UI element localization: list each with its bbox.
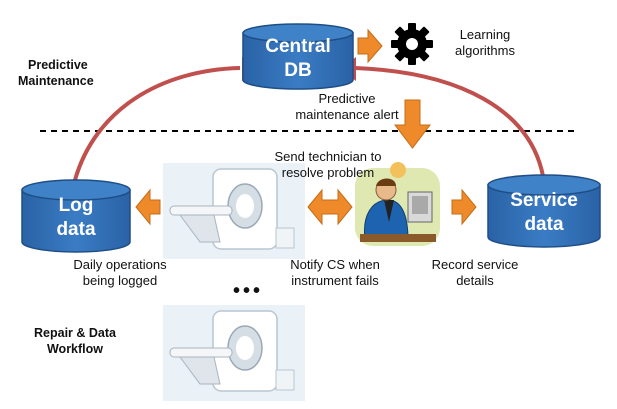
central-db-label: Central DB [243, 35, 353, 83]
log-data-line2: data [56, 219, 96, 240]
gear-icon [391, 23, 433, 65]
service-data-label: Service data [488, 189, 600, 237]
arrow-scanner-technician [307, 188, 353, 226]
send-technician-line1: Send technician to [274, 149, 382, 164]
loop-arrow-right [354, 66, 545, 177]
service-data-line2: data [524, 214, 564, 235]
learning-algorithms-line1: Learning [459, 27, 511, 42]
arrow-db-to-learning [357, 28, 383, 64]
arrow-alert-down [393, 99, 432, 149]
central-db-cylinder [242, 23, 354, 90]
service-data-line1: Service [510, 190, 578, 211]
record-service-label: Record service details [415, 257, 535, 289]
central-db-line1: Central [265, 36, 331, 57]
repair-workflow-line2: Workflow [46, 342, 104, 356]
ellipsis-label: ••• [232, 280, 263, 302]
predictive-maintenance-line2: Maintenance [18, 74, 94, 88]
ct-scanner-icon [163, 163, 305, 259]
service-data-cylinder [487, 174, 601, 248]
learning-algorithms-line2: algorithms [455, 43, 515, 58]
arrow-scanner-to-log [135, 188, 161, 226]
predictive-alert-label: Predictive maintenance alert [282, 91, 412, 123]
notify-cs-line2: instrument fails [291, 273, 379, 288]
daily-operations-line1: Daily operations [73, 257, 167, 272]
log-data-cylinder [21, 179, 131, 253]
daily-operations-label: Daily operations being logged [55, 257, 185, 289]
send-technician-line2: resolve problem [281, 165, 375, 180]
log-data-label: Log data [22, 194, 130, 242]
loop-arrow-left [73, 66, 241, 181]
central-db-line2: DB [284, 60, 312, 81]
repair-workflow-label: Repair & Data Workflow [20, 325, 130, 357]
technician-icon [355, 162, 440, 246]
daily-operations-line2: being logged [82, 273, 158, 288]
ct-scanner-icon-2 [163, 305, 305, 401]
arrow-technician-to-service [451, 188, 477, 226]
notify-cs-label: Notify CS when instrument fails [270, 257, 400, 289]
record-service-line2: details [456, 273, 494, 288]
repair-workflow-line1: Repair & Data [34, 326, 116, 340]
send-technician-label: Send technician to resolve problem [258, 149, 398, 181]
predictive-maintenance-label: Predictive Maintenance [18, 57, 128, 89]
predictive-alert-line2: maintenance alert [295, 107, 399, 122]
log-data-line1: Log [58, 195, 94, 216]
predictive-alert-line1: Predictive [318, 91, 376, 106]
predictive-maintenance-line1: Predictive [28, 58, 88, 72]
learning-algorithms-label: Learning algorithms [440, 27, 530, 59]
record-service-line1: Record service [431, 257, 519, 272]
notify-cs-line1: Notify CS when [290, 257, 380, 272]
